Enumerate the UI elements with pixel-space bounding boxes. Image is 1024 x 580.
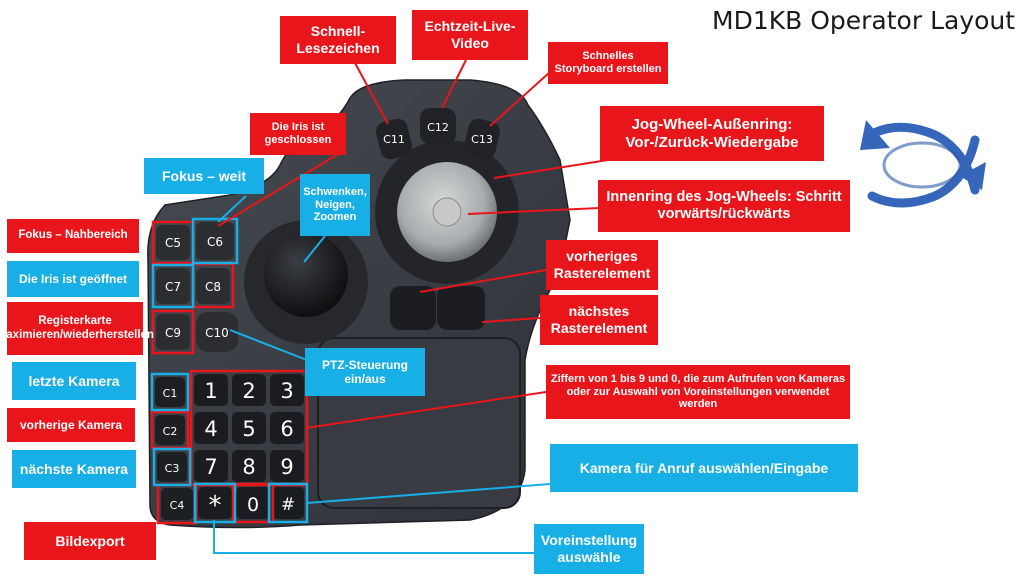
label-ziffern: Ziffern von 1 bis 9 und 0, die zum Aufru…	[546, 365, 850, 419]
key-label: C2	[163, 425, 178, 438]
key-label: C9	[165, 326, 181, 340]
label-fokus-weit: Fokus – weit	[144, 158, 264, 194]
key-c13[interactable]: C13	[462, 117, 502, 162]
key-label: *	[209, 491, 222, 521]
key-c5[interactable]: C5	[156, 225, 190, 260]
key-label: C13	[471, 133, 493, 146]
key-label: 8	[242, 455, 255, 479]
label-bildexport: Bildexport	[24, 522, 156, 560]
raster-next-button[interactable]	[437, 286, 485, 330]
key-label: C5	[165, 236, 181, 250]
joystick[interactable]	[264, 233, 348, 317]
key-label: C11	[383, 133, 405, 146]
key-label: 6	[280, 417, 293, 441]
label-voreinstellung: Voreinstellung auswähle	[534, 524, 644, 574]
key-c10[interactable]: C10	[196, 312, 238, 352]
key-c1[interactable]: C1	[155, 377, 185, 407]
page-title: MD1KB Operator Layout	[712, 6, 1016, 35]
key-label: 7	[204, 455, 217, 479]
key-5[interactable]: 5	[232, 412, 266, 444]
label-fokus-nah: Fokus – Nahbereich	[7, 219, 139, 253]
key-c4[interactable]: C4	[161, 488, 193, 520]
callout-lines	[217, 59, 609, 429]
key-3[interactable]: 3	[270, 374, 304, 406]
callout-lines-blue	[213, 195, 551, 554]
key-label: C6	[207, 235, 223, 249]
key-4[interactable]: 4	[194, 412, 228, 444]
key-label: #	[281, 495, 295, 515]
key-label: C7	[165, 280, 181, 294]
key-label: 3	[280, 379, 293, 403]
key-c12[interactable]: C12	[420, 108, 456, 144]
key-c11[interactable]: C11	[374, 117, 414, 162]
label-jog-innenring: Innenring des Jog-Wheels: Schritt vorwär…	[598, 180, 850, 232]
key-c3[interactable]: C3	[157, 452, 187, 482]
label-naechstes-raster: nächstes Rasterelement	[540, 295, 658, 345]
raster-prev-button[interactable]	[390, 286, 436, 330]
key-label: 1	[204, 379, 217, 403]
key-0[interactable]: 0	[236, 487, 270, 519]
key-8[interactable]: 8	[232, 450, 266, 482]
key-label: 9	[280, 455, 293, 479]
key-label: C8	[205, 280, 221, 294]
key-label: 4	[204, 417, 217, 441]
label-kamera-anruf: Kamera für Anruf auswählen/Eingabe	[550, 444, 858, 492]
key-c2[interactable]: C2	[155, 415, 185, 445]
key-label: C3	[165, 462, 180, 475]
key-label: 5	[242, 417, 255, 441]
label-schnell-lesezeichen: Schnell-Lesezeichen	[280, 16, 396, 64]
label-ptz: PTZ-Steuerung ein/aus	[305, 348, 425, 396]
key-label: 2	[242, 379, 255, 403]
label-vorheriges-raster: vorheriges Rasterelement	[546, 240, 658, 290]
rotation-arrows-icon	[860, 120, 986, 208]
key-c8[interactable]: C8	[196, 268, 230, 304]
label-schnelles-storyboard: Schnelles Storyboard erstellen	[548, 42, 668, 84]
label-vorherige-kamera: vorherige Kamera	[7, 408, 135, 442]
label-iris-geoeffnet: Die Iris ist geöffnet	[7, 261, 139, 297]
key-label: C10	[205, 326, 229, 340]
key-c9[interactable]: C9	[156, 314, 190, 350]
label-iris-geschlossen: Die Iris ist geschlossen	[250, 113, 346, 155]
label-echtzeit-live-video: Echtzeit-Live-Video	[412, 10, 528, 60]
key-star[interactable]: *	[198, 487, 232, 521]
key-6[interactable]: 6	[270, 412, 304, 444]
key-c6[interactable]: C6	[196, 222, 234, 260]
label-schwenken: Schwenken, Neigen, Zoomen	[300, 174, 370, 236]
key-c7[interactable]: C7	[156, 268, 190, 304]
label-naechste-kamera: nächste Kamera	[12, 450, 136, 488]
key-label: 0	[247, 494, 259, 516]
key-2[interactable]: 2	[232, 374, 266, 406]
jog-wheel-hub	[432, 197, 462, 227]
key-9[interactable]: 9	[270, 450, 304, 482]
key-label: C4	[170, 499, 185, 512]
key-hash[interactable]: #	[272, 487, 304, 519]
label-letzte-kamera: letzte Kamera	[12, 362, 136, 400]
key-label: C1	[163, 387, 178, 400]
label-jog-aussenring: Jog-Wheel-Außenring: Vor-/Zurück-Wiederg…	[600, 106, 824, 161]
key-label: C12	[427, 121, 449, 134]
key-1[interactable]: 1	[194, 374, 228, 406]
key-7[interactable]: 7	[194, 450, 228, 482]
label-registerkarte: Registerkarte maximieren/wiederherstelle…	[0, 302, 154, 355]
